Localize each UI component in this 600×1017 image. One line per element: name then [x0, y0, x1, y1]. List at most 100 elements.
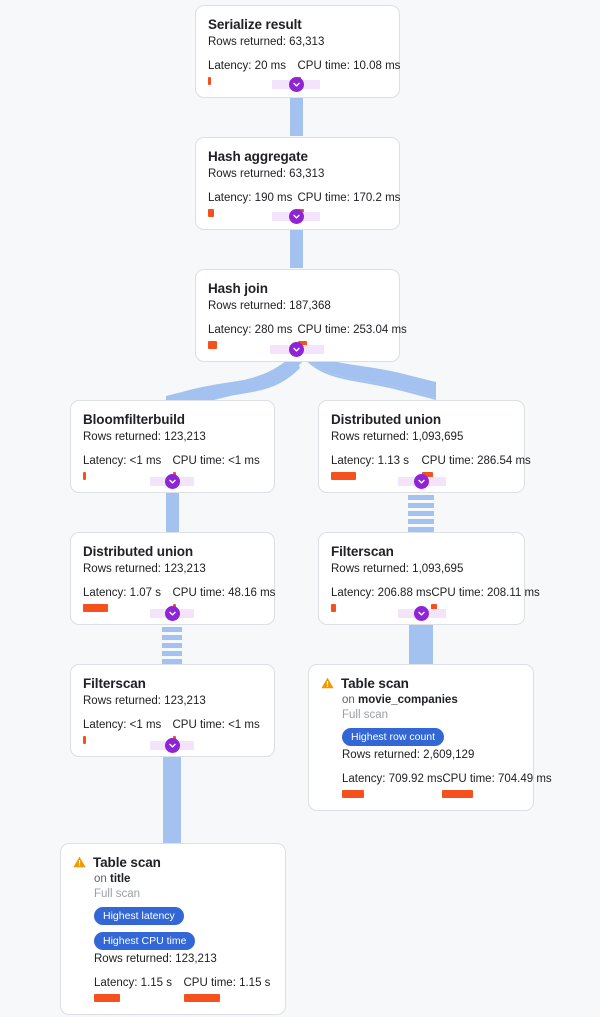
latency-bar: [208, 77, 211, 85]
on-prefix: on: [94, 873, 110, 885]
cpu-label: CPU time: 704.49 ms: [442, 773, 552, 785]
cpu-metric: CPU time: 704.49 ms: [442, 772, 552, 798]
node-scan-type: Full scan: [342, 709, 389, 721]
cpu-bar: [183, 994, 220, 1002]
node-title: Distributed union: [331, 412, 442, 427]
cpu-metric: CPU time: 1.15 s: [183, 976, 274, 1002]
latency-label: Latency: 1.13 s: [331, 455, 409, 467]
cpu-label: CPU time: 10.08 ms: [297, 60, 401, 72]
node-title: Table scan: [341, 676, 409, 691]
node-title: Filterscan: [83, 676, 146, 691]
latency-label: Latency: 1.15 s: [94, 977, 172, 989]
collapse-toggle-hash-join[interactable]: [289, 342, 304, 357]
node-badges: Highest row count: [342, 728, 521, 746]
edge-filterscan-to-tablescan-right: [409, 618, 433, 668]
edge-left-band: [166, 352, 304, 410]
badge-highest-cpu-time[interactable]: Highest CPU time: [94, 932, 196, 950]
latency-label: Latency: 20 ms: [208, 60, 286, 72]
node-rows-returned: Rows returned: 1,093,695: [331, 431, 464, 443]
node-table-reference: on title: [94, 872, 273, 887]
collapse-toggle-filterscan-right[interactable]: [414, 606, 429, 621]
node-rows-returned: Rows returned: 1,093,695: [331, 563, 464, 575]
collapse-toggle-distributed-union-left[interactable]: [165, 606, 180, 621]
latency-metric: Latency: 206.88 ms: [331, 586, 431, 612]
latency-metric: Latency: 280 ms: [208, 323, 298, 349]
latency-metric: Latency: 190 ms: [208, 191, 298, 217]
latency-bar: [208, 341, 217, 349]
cpu-bar: [442, 790, 474, 798]
node-rows-returned: Rows returned: 63,313: [208, 36, 325, 48]
latency-label: Latency: 280 ms: [208, 324, 293, 336]
latency-bar: [94, 994, 120, 1002]
cpu-bar: [431, 604, 438, 612]
collapse-toggle-filterscan-left[interactable]: [165, 738, 180, 753]
latency-metric: Latency: 709.92 ms: [342, 772, 442, 798]
cpu-label: CPU time: <1 ms: [172, 455, 260, 467]
collapse-toggle-hash-aggregate[interactable]: [289, 209, 304, 224]
collapse-toggle-bloomfilterbuild[interactable]: [165, 474, 180, 489]
cpu-label: CPU time: <1 ms: [172, 719, 260, 731]
latency-label: Latency: <1 ms: [83, 455, 162, 467]
latency-bar: [331, 604, 336, 612]
collapse-toggle-serialize-result[interactable]: [289, 77, 304, 92]
node-title: Bloomfilterbuild: [83, 412, 185, 427]
node-rows-returned: Rows returned: 123,213: [83, 431, 206, 443]
edge-distributedunion-to-filterscan-right: [408, 487, 434, 532]
edge-serialize-to-hashaggregate: [290, 86, 303, 136]
edge-hashjoin-to-distributedunion: [300, 348, 436, 398]
table-name: title: [110, 873, 131, 885]
node-title: Hash join: [208, 281, 268, 296]
plan-node-table-scan-movie-companies[interactable]: Table scan on movie_companies Full scan …: [308, 664, 552, 811]
node-title: Hash aggregate: [208, 149, 308, 164]
latency-metric: Latency: 1.07 s: [83, 586, 173, 612]
latency-metric: Latency: <1 ms: [83, 718, 173, 744]
edge-filterscan-to-tablescan-left: [163, 750, 181, 846]
cpu-label: CPU time: 253.04 ms: [297, 324, 407, 336]
latency-label: Latency: 206.88 ms: [331, 587, 432, 599]
latency-bar: [331, 472, 356, 480]
node-rows-returned: Rows returned: 187,368: [208, 300, 331, 312]
cpu-label: CPU time: 170.2 ms: [297, 192, 401, 204]
latency-metric: Latency: 1.15 s: [94, 976, 184, 1002]
latency-bar: [342, 790, 364, 798]
plan-node-distributed-union-left[interactable]: Distributed union Rows returned: 123,213…: [70, 532, 275, 625]
node-title: Table scan: [93, 855, 161, 870]
edge-right-band-fill: [299, 352, 436, 400]
edge-distributedunion-to-filterscan-left: [162, 619, 182, 664]
cpu-label: CPU time: 48.16 ms: [172, 587, 276, 599]
table-name: movie_companies: [358, 694, 458, 706]
latency-metric: Latency: <1 ms: [83, 454, 173, 480]
latency-label: Latency: 190 ms: [208, 192, 293, 204]
node-rows-returned: Rows returned: 2,609,129: [342, 749, 475, 761]
badge-highest-latency[interactable]: Highest latency: [94, 907, 184, 925]
plan-node-table-scan-title[interactable]: Table scan on title Full scan Highest la…: [60, 843, 286, 1015]
cpu-label: CPU time: 286.54 ms: [421, 455, 531, 467]
cpu-metric: CPU time: 208.11 ms: [431, 586, 540, 612]
latency-bar: [83, 472, 86, 480]
node-badges: Highest latency Highest CPU time: [94, 907, 273, 950]
node-table-reference: on movie_companies: [342, 693, 521, 708]
collapse-toggle-distributed-union-right[interactable]: [414, 474, 429, 489]
edge-hashaggregate-to-hashjoin: [290, 218, 303, 268]
node-rows-returned: Rows returned: 123,213: [83, 695, 206, 707]
node-title: Distributed union: [83, 544, 194, 559]
node-rows-returned: Rows returned: 123,213: [94, 953, 217, 965]
latency-label: Latency: <1 ms: [83, 719, 162, 731]
badge-highest-row-count[interactable]: Highest row count: [342, 728, 445, 746]
node-title: Serialize result: [208, 17, 302, 32]
latency-metric: Latency: 20 ms: [208, 59, 298, 85]
node-rows-returned: Rows returned: 63,313: [208, 168, 325, 180]
latency-bar: [208, 209, 214, 217]
latency-bar: [83, 604, 108, 612]
warning-triangle-icon: [73, 856, 86, 868]
node-title: Filterscan: [331, 544, 394, 559]
node-rows-returned: Rows returned: 123,213: [83, 563, 206, 575]
latency-bar: [83, 736, 86, 744]
latency-metric: Latency: 1.13 s: [331, 454, 422, 480]
latency-label: Latency: 709.92 ms: [342, 773, 443, 785]
cpu-label: CPU time: 1.15 s: [183, 977, 271, 989]
cpu-label: CPU time: 208.11 ms: [431, 587, 540, 599]
warning-triangle-icon: [321, 677, 334, 689]
on-prefix: on: [342, 694, 358, 706]
